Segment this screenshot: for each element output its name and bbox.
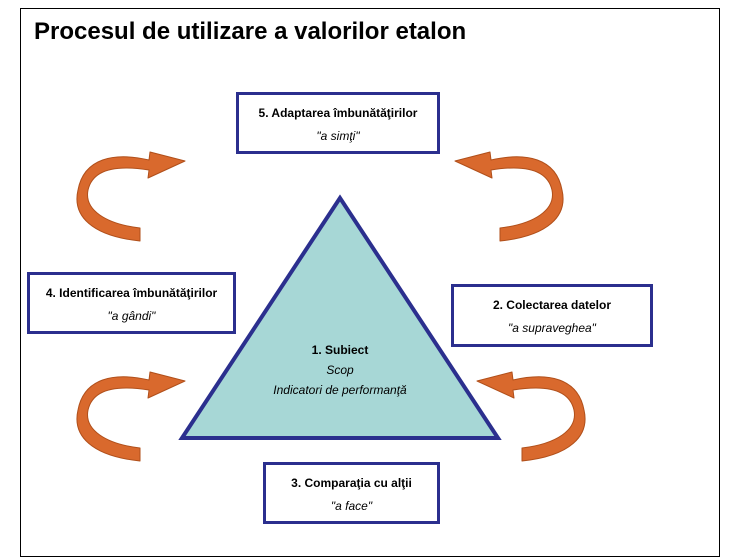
step-verb: "a simţi" bbox=[316, 129, 360, 143]
step-label: 4. Identificarea îmbunătăţirilor bbox=[45, 286, 218, 300]
center-subject: 1. Subiect bbox=[311, 343, 369, 357]
step-verb: "a gândi" bbox=[107, 309, 156, 323]
step-verb: "a supraveghea" bbox=[508, 321, 596, 335]
step-box-compare: 3. Comparaţia cu alţii "a face" bbox=[263, 462, 440, 524]
center-triangle bbox=[178, 194, 502, 440]
center-label: 1. Subiect Scop Indicatori de performanţ… bbox=[270, 343, 410, 397]
step-box-adapt: 5. Adaptarea îmbunătăţirilor "a simţi" bbox=[236, 92, 440, 154]
step-label: 2. Colectarea datelor bbox=[492, 298, 612, 312]
center-indicators: Indicatori de performanţă bbox=[273, 383, 407, 397]
curved-arrow-icon bbox=[76, 371, 186, 462]
step-label: 5. Adaptarea îmbunătăţirilor bbox=[258, 106, 418, 120]
step-box-collect: 2. Colectarea datelor "a supraveghea" bbox=[451, 284, 653, 347]
slide-title: Procesul de utilizare a valorilor etalon bbox=[34, 18, 467, 45]
curved-arrow-icon bbox=[454, 151, 564, 242]
curved-arrow-icon bbox=[76, 151, 186, 242]
step-box-identify: 4. Identificarea îmbunătăţirilor "a gând… bbox=[27, 272, 236, 334]
step-label: 3. Comparaţia cu alţii bbox=[291, 476, 412, 490]
step-verb: "a face" bbox=[330, 499, 373, 513]
center-scope: Scop bbox=[326, 363, 354, 377]
curved-arrow-icon bbox=[476, 371, 586, 462]
